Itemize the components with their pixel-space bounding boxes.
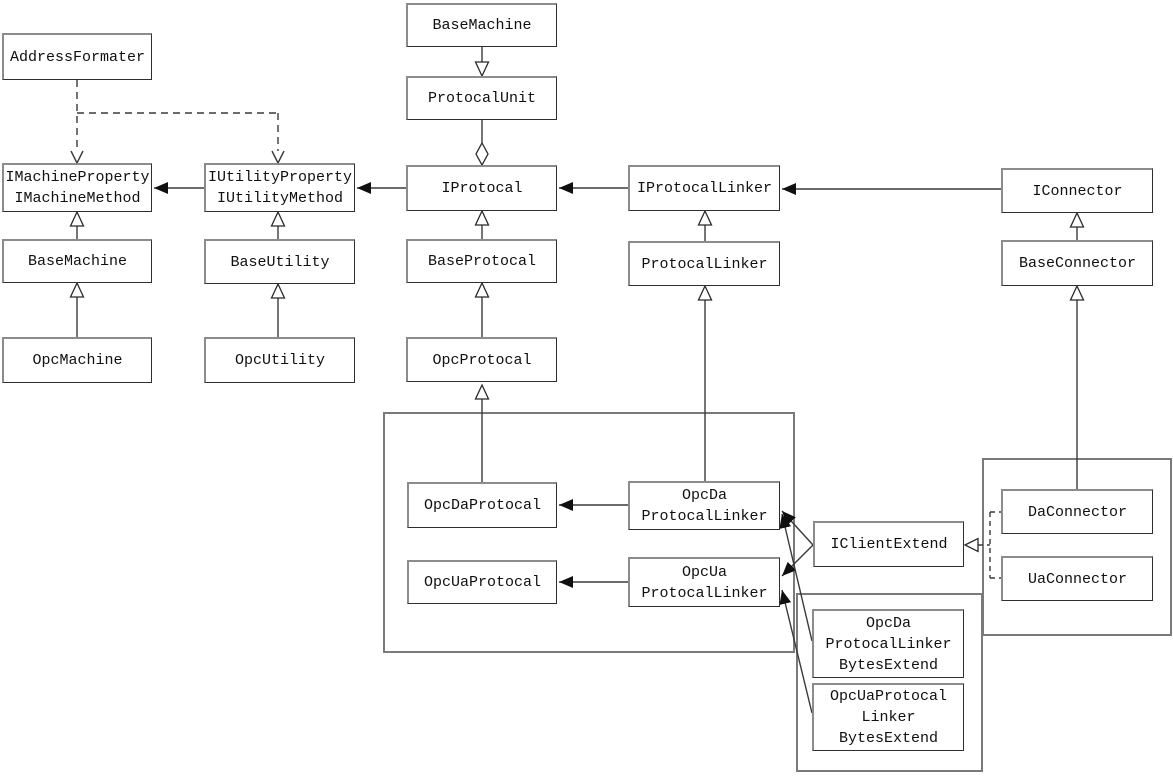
class-box-iprotocal: IProtocal [406, 165, 557, 211]
class-box-opc-da-protocal: OpcDaProtocal [407, 482, 557, 528]
class-box-protocal-unit: ProtocalUnit [406, 76, 557, 120]
class-label: BaseMachine [27, 253, 128, 270]
class-box-opc-ua-protocal-linker: OpcUa ProtocalLinker [628, 557, 780, 607]
class-box-opc-da-protocal-linker: OpcDa ProtocalLinker [628, 481, 780, 530]
class-label: OpcUa ProtocalLinker [641, 563, 768, 602]
class-box-base-utility: BaseUtility [204, 239, 355, 284]
class-box-base-connector: BaseConnector [1001, 240, 1153, 286]
class-label: UaConnector [1027, 570, 1128, 588]
class-label: OpcUaProtocal [423, 574, 542, 591]
class-box-base-machine-left: BaseMachine [2, 239, 152, 283]
class-label: ProtocalUnit [427, 90, 537, 107]
class-label: DaConnector [1027, 503, 1128, 521]
class-box-da-connector: DaConnector [1001, 489, 1153, 534]
class-label: IConnector [1032, 182, 1123, 200]
class-label: IUtilityProperty IUtilityMethod [207, 169, 353, 207]
class-label: IMachineProperty IMachineMethod [5, 169, 150, 207]
class-box-protocal-linker: ProtocalLinker [628, 241, 780, 286]
class-label: OpcUtility [234, 352, 325, 369]
class-label: IProtocalLinker [636, 180, 773, 197]
class-label: OpcProtocal [432, 351, 532, 369]
class-box-iconnector: IConnector [1001, 168, 1153, 213]
class-box-opc-da-protocal-linker-bytes-extend: OpcDa ProtocalLinker BytesExtend [812, 609, 964, 678]
class-box-base-protocal: BaseProtocal [406, 239, 557, 283]
class-box-opc-utility: OpcUtility [204, 337, 355, 383]
class-box-opc-machine: OpcMachine [2, 337, 152, 383]
class-box-iprotocal-linker: IProtocalLinker [628, 165, 780, 211]
class-box-imachine-property-method: IMachineProperty IMachineMethod [2, 163, 152, 212]
class-box-opc-ua-protocal: OpcUaProtocal [407, 560, 557, 604]
class-box-opc-ua-protocal-linker-bytes-extend: OpcUaProtocal Linker BytesExtend [812, 683, 964, 751]
class-label: IClientExtend [830, 536, 948, 553]
class-box-base-machine-top: BaseMachine [406, 3, 557, 47]
class-label: OpcDa ProtocalLinker [641, 487, 768, 525]
class-label: BaseUtility [230, 253, 330, 271]
class-label: BaseMachine [432, 17, 532, 34]
class-box-iclient-extend: IClientExtend [813, 521, 964, 567]
class-box-ua-connector: UaConnector [1001, 556, 1153, 601]
class-label: OpcMachine [32, 352, 123, 369]
class-label: OpcDaProtocal [423, 497, 542, 514]
class-box-opc-protocal: OpcProtocal [406, 337, 557, 382]
class-label: BaseProtocal [427, 253, 537, 270]
group-connectors [982, 458, 1172, 636]
class-label: OpcUaProtocal Linker BytesExtend [829, 688, 948, 747]
group-opc-protocal [383, 412, 795, 653]
class-label: BaseConnector [1018, 255, 1137, 272]
class-label: AddressFormater [9, 48, 146, 66]
class-box-iutility-property-method: IUtilityProperty IUtilityMethod [204, 163, 355, 212]
class-box-address-formater: AddressFormater [2, 33, 152, 80]
class-label: ProtocalLinker [641, 255, 768, 273]
class-label: IProtocal [441, 180, 523, 197]
class-label: OpcDa ProtocalLinker BytesExtend [825, 614, 952, 674]
